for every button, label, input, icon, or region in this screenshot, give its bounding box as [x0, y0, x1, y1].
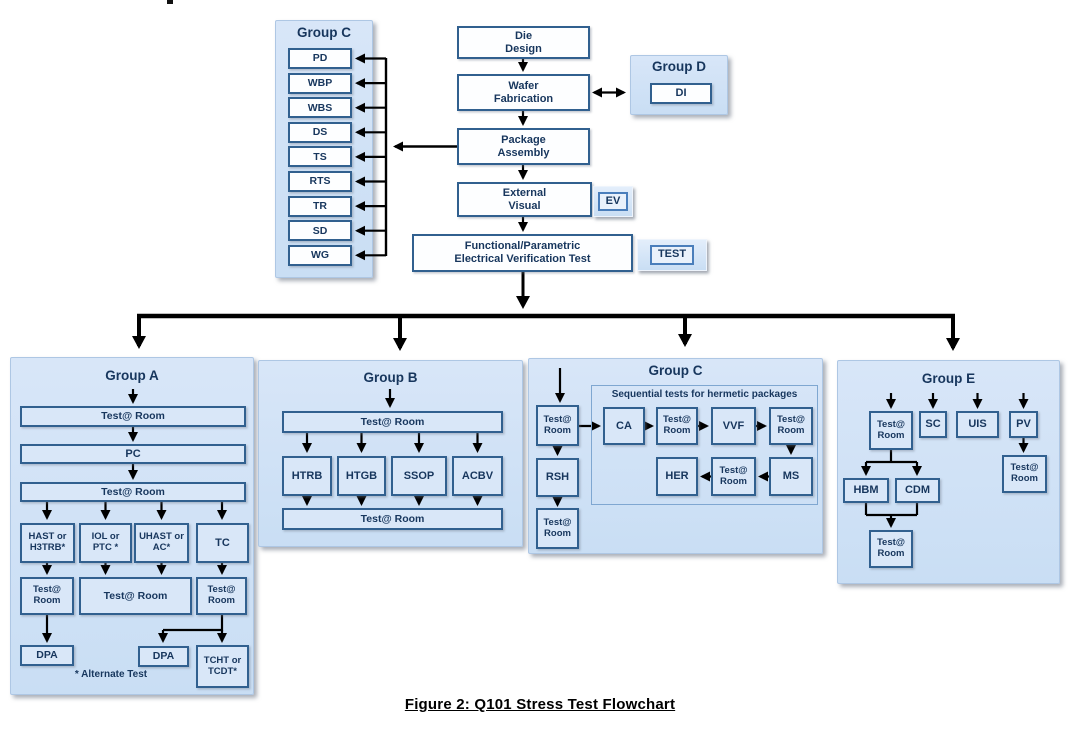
- node-c-test-room-1: Test@ Room: [536, 405, 579, 446]
- node-ds: DS: [288, 121, 352, 143]
- node-pd: PD: [288, 48, 352, 69]
- node-e-test-room-2: Test@ Room: [869, 530, 913, 568]
- node-a-test-room-1: Test@ Room: [20, 406, 246, 427]
- badge-test-label: TEST: [649, 245, 695, 265]
- node-c-ms: MS: [769, 457, 813, 496]
- sequential-tests-caption: Sequential tests for hermetic packages: [611, 389, 798, 400]
- node-e-pv: PV: [1009, 411, 1038, 438]
- node-e-hbm: HBM: [843, 478, 889, 503]
- node-e-test-room-1: Test@ Room: [869, 411, 913, 450]
- node-wafer-fabrication: Wafer Fabrication: [457, 74, 590, 111]
- group-e-title: Group E: [921, 371, 976, 386]
- group-a-title: Group A: [105, 368, 159, 383]
- node-external-visual: External Visual: [457, 182, 592, 217]
- node-e-uis: UIS: [956, 411, 999, 438]
- badge-ev: EV: [593, 186, 633, 217]
- node-a-dpa-mid: DPA: [138, 646, 189, 667]
- node-a-test-room-left: Test@ Room: [20, 577, 74, 615]
- node-rts: RTS: [288, 171, 352, 192]
- node-c-test-room-3: Test@ Room: [656, 407, 698, 445]
- node-wbp: WBP: [288, 72, 352, 94]
- node-b-test-room-bottom: Test@ Room: [282, 508, 503, 530]
- node-die-design: Die Design: [457, 26, 590, 59]
- node-tr: TR: [288, 195, 352, 217]
- node-e-sc: SC: [919, 411, 947, 438]
- node-a-pc: PC: [20, 444, 246, 464]
- node-wbs: WBS: [288, 97, 352, 119]
- node-c-her: HER: [656, 457, 698, 496]
- node-a-test-room-2: Test@ Room: [20, 482, 246, 502]
- node-di: DI: [650, 83, 712, 104]
- node-a-test-room-mid: Test@ Room: [79, 577, 192, 615]
- node-c-vvf: VVF: [711, 407, 756, 445]
- badge-test: TEST: [637, 239, 707, 271]
- group-c-bottom-title: Group C: [648, 363, 703, 378]
- group-d-title: Group D: [652, 59, 706, 74]
- node-c-test-room-2: Test@ Room: [536, 508, 579, 549]
- node-package-assembly: Package Assembly: [457, 128, 590, 165]
- node-sd: SD: [288, 220, 352, 242]
- node-a-hast: HAST or H3TRB*: [20, 523, 75, 563]
- node-c-test-room-4: Test@ Room: [769, 407, 813, 445]
- node-a-test-room-right: Test@ Room: [196, 577, 247, 615]
- node-a-dpa-left: DPA: [20, 645, 74, 666]
- node-c-rsh: RSH: [536, 458, 579, 497]
- node-b-htgb: HTGB: [337, 456, 386, 496]
- group-c-top-title: Group C: [297, 25, 351, 40]
- node-b-acbv: ACBV: [452, 456, 503, 496]
- badge-ev-label: EV: [597, 191, 629, 212]
- group-a-note: * Alternate Test: [74, 669, 148, 680]
- node-functional-test: Functional/Parametric Electrical Verific…: [412, 234, 633, 272]
- node-b-test-room-top: Test@ Room: [282, 411, 503, 433]
- node-a-iol: IOL or PTC *: [79, 523, 132, 563]
- figure-caption: Figure 2: Q101 Stress Test Flowchart: [404, 696, 676, 713]
- crop-artifact: [167, 0, 173, 4]
- node-ts: TS: [288, 146, 352, 168]
- group-b-title: Group B: [363, 370, 418, 385]
- node-b-htrb: HTRB: [282, 456, 332, 496]
- node-a-uhast: UHAST or AC*: [134, 523, 189, 563]
- node-a-tc: TC: [196, 523, 249, 563]
- node-wg: WG: [288, 244, 352, 266]
- node-c-test-room-5: Test@ Room: [711, 457, 756, 496]
- node-e-test-room-pv: Test@ Room: [1002, 455, 1047, 493]
- node-c-ca: CA: [603, 407, 645, 445]
- node-a-tcht: TCHT or TCDT*: [196, 645, 249, 688]
- sequential-tests-container: Sequential tests for hermetic packages: [591, 385, 818, 505]
- node-b-ssop: SSOP: [391, 456, 447, 496]
- node-e-cdm: CDM: [895, 478, 940, 503]
